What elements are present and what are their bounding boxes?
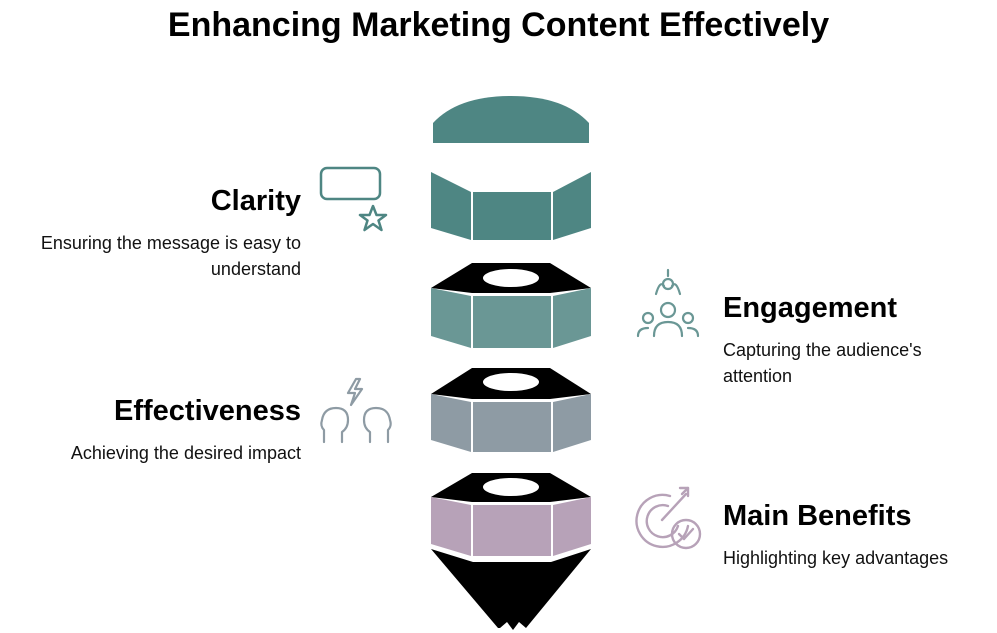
minds-lightning-icon bbox=[320, 377, 392, 444]
effectiveness-heading: Effectiveness bbox=[114, 395, 301, 427]
benefits-heading: Main Benefits bbox=[723, 500, 912, 532]
effectiveness-description: Achieving the desired impact bbox=[70, 443, 301, 463]
audience-target-icon bbox=[636, 268, 700, 338]
message-star-icon bbox=[319, 166, 388, 232]
clarity-block: Clarity Ensuring the message is easy to … bbox=[0, 184, 301, 282]
engagement-description: Capturing the audience's attention bbox=[723, 340, 922, 386]
target-check-icon bbox=[635, 486, 702, 550]
engagement-block: Engagement Capturing the audience's atte… bbox=[723, 291, 993, 389]
effectiveness-block: Effectiveness Achieving the desired impa… bbox=[0, 394, 301, 466]
clarity-heading: Clarity bbox=[210, 185, 301, 217]
benefits-block: Main Benefits Highlighting key advantage… bbox=[723, 499, 993, 571]
pencil-cap bbox=[433, 96, 589, 143]
pencil-segment-engagement bbox=[431, 263, 591, 348]
benefits-description: Highlighting key advantages bbox=[723, 548, 949, 568]
pencil-segment-effectiveness bbox=[431, 368, 591, 452]
pencil-segment-clarity bbox=[431, 172, 591, 240]
clarity-description: Ensuring the message is easy to understa… bbox=[40, 233, 301, 279]
pencil-segment-benefits bbox=[431, 473, 591, 556]
engagement-heading: Engagement bbox=[723, 292, 898, 324]
page-title: Enhancing Marketing Content Effectively bbox=[167, 6, 830, 44]
pencil-tip bbox=[431, 549, 591, 630]
